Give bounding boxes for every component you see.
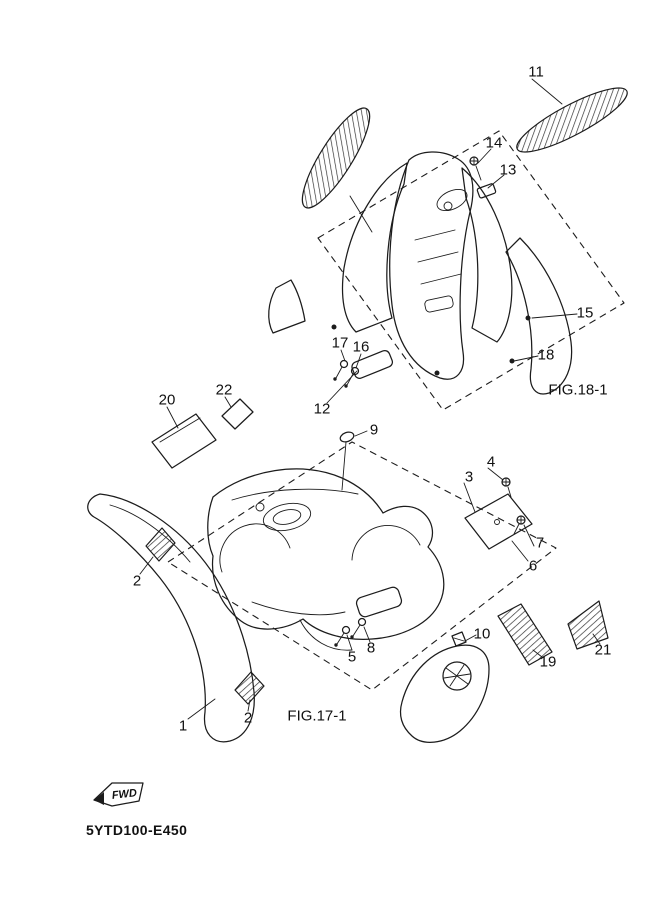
callout-18: 18 xyxy=(537,346,555,364)
callout-16: 16 xyxy=(352,338,370,356)
bracket-8 xyxy=(355,586,403,618)
washer-9 xyxy=(339,431,355,491)
fwd-arrow: FWD xyxy=(93,782,144,807)
decal-2-upper xyxy=(145,527,176,562)
callout-2: 2 xyxy=(132,572,142,590)
callout-1: 1 xyxy=(178,717,188,735)
callout-10: 10 xyxy=(473,625,491,643)
screw-7 xyxy=(513,515,526,535)
callout-22: 22 xyxy=(215,381,233,399)
screw-14 xyxy=(469,156,482,181)
emblem-21 xyxy=(567,600,609,650)
fig17-boundary-box xyxy=(167,441,557,691)
bracket-12 xyxy=(351,349,394,379)
screw-17 xyxy=(333,359,349,381)
callout-14: 14 xyxy=(485,134,503,152)
figure-label: FIG.18-1 xyxy=(548,381,608,399)
callout-3: 3 xyxy=(464,468,474,486)
plate-6 xyxy=(464,493,533,550)
callout-7: 7 xyxy=(535,534,545,552)
rear-tail-panel xyxy=(505,237,573,395)
callout-8: 8 xyxy=(366,639,376,657)
callout-11: 11 xyxy=(528,63,544,81)
decal-22 xyxy=(221,398,254,430)
callout-6: 6 xyxy=(528,557,538,575)
front-fender-body xyxy=(207,468,445,651)
callout-2: 2 xyxy=(243,709,253,727)
callout-12: 12 xyxy=(313,400,331,418)
side-cover-1 xyxy=(87,493,255,743)
callout-19: 19 xyxy=(539,653,557,671)
callout-15: 15 xyxy=(576,304,594,322)
fwd-label: FWD xyxy=(111,787,137,802)
screw-5 xyxy=(334,625,351,647)
callout-21: 21 xyxy=(594,641,612,659)
rear-left-flap xyxy=(268,279,306,334)
front-lower-flap xyxy=(399,644,490,743)
bracket-13 xyxy=(476,183,497,199)
leader-lines xyxy=(139,78,601,720)
callout-5: 5 xyxy=(347,648,357,666)
callout-4: 4 xyxy=(486,453,496,471)
callout-13: 13 xyxy=(499,161,517,179)
part-code-label: 5YTD100-E450 xyxy=(86,822,188,838)
callout-20: 20 xyxy=(158,391,176,409)
screw-8 xyxy=(350,617,367,639)
decal-graphic-right xyxy=(516,87,628,153)
callout-17: 17 xyxy=(331,334,349,352)
decal-graphic-left xyxy=(301,107,373,233)
rear-fender-body xyxy=(331,151,513,380)
callout-9: 9 xyxy=(369,421,379,439)
screw-4 xyxy=(501,477,512,498)
figure-label: FIG.17-1 xyxy=(287,707,347,725)
decal-19 xyxy=(497,603,553,666)
clip-10 xyxy=(451,631,467,647)
decal-20 xyxy=(151,413,217,469)
decal-2-lower xyxy=(234,671,265,705)
fig18-boundary-box xyxy=(317,130,625,411)
